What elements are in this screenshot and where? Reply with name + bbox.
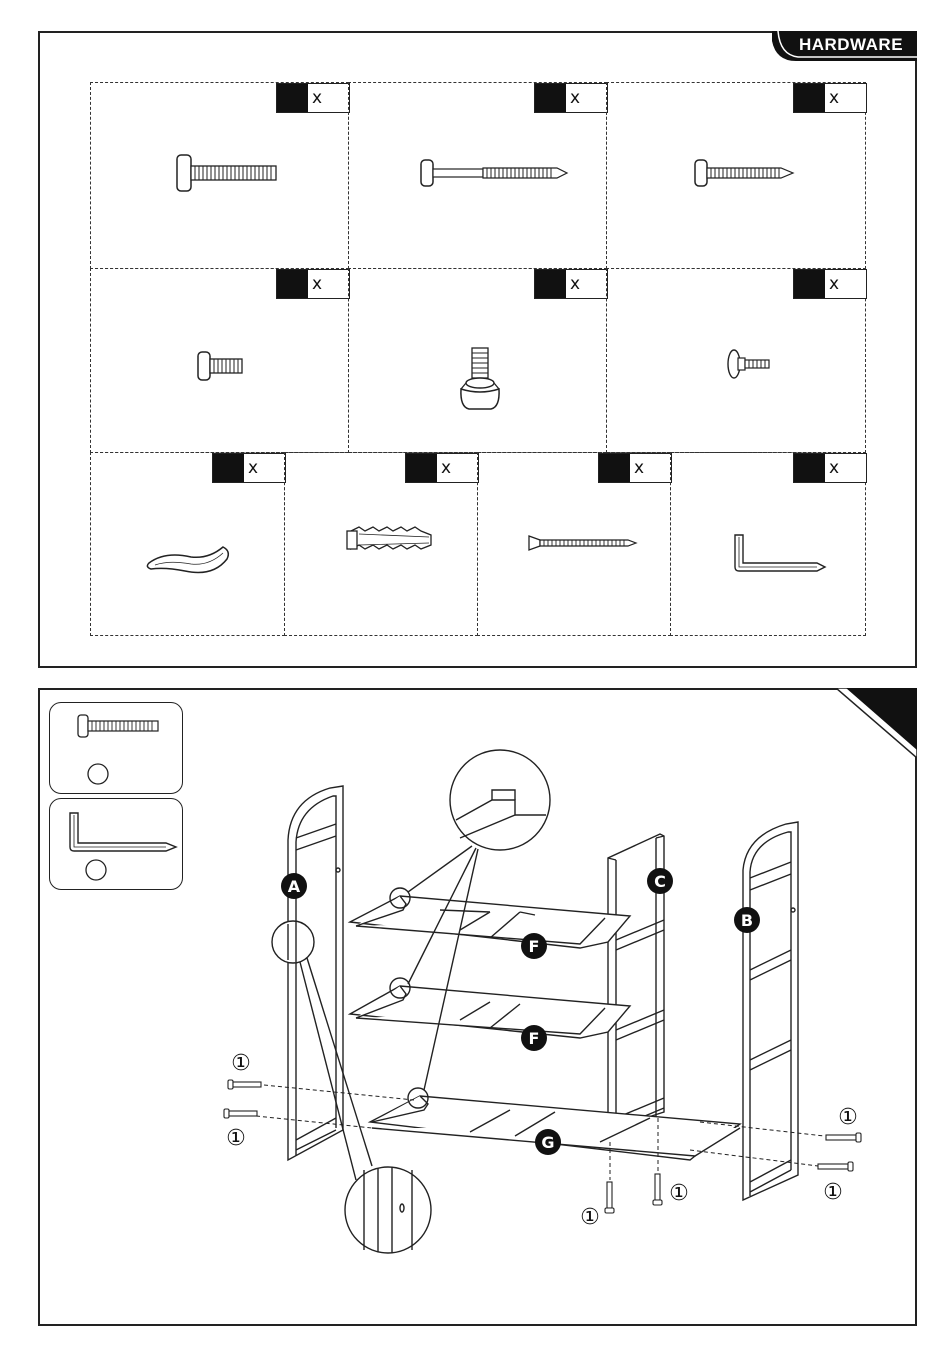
zoom-detail-top xyxy=(450,750,550,850)
wall-screw-icon xyxy=(526,533,640,553)
bolt-left-top xyxy=(228,1080,261,1089)
zoom-detail-a xyxy=(345,1167,431,1253)
hardware-cell-7: x xyxy=(90,452,285,636)
quantity-box: x xyxy=(598,453,672,483)
short-bolt-icon xyxy=(195,349,247,383)
label-f-upper: F xyxy=(529,937,540,956)
quantity-label: x xyxy=(244,454,285,482)
callout-bottom-left: ① xyxy=(580,1205,600,1230)
quantity-box: x xyxy=(534,269,608,299)
bolt-right-top xyxy=(826,1133,861,1142)
quantity-circle xyxy=(84,858,108,882)
quantity-label: x xyxy=(566,270,607,298)
hardware-cell-1: x xyxy=(90,82,349,269)
wall-anchor-icon xyxy=(345,523,437,557)
bolt-icon xyxy=(76,713,162,739)
quantity-label: x xyxy=(308,84,349,112)
quantity-box: x xyxy=(534,83,608,113)
hardware-cell-2: x xyxy=(348,82,607,269)
bolt-left-bottom xyxy=(224,1109,257,1118)
callout-left-bottom: ① xyxy=(226,1126,246,1151)
allen-key-icon xyxy=(731,531,831,577)
quantity-box: x xyxy=(793,83,867,113)
bolt-icon xyxy=(173,151,283,195)
quantity-label: x xyxy=(437,454,478,482)
quantity-box: x xyxy=(793,453,867,483)
quantity-box: x xyxy=(212,453,286,483)
hardware-cell-5: x xyxy=(348,268,607,453)
label-a: A xyxy=(288,877,301,896)
label-c: C xyxy=(654,872,666,891)
legend-box-bolt xyxy=(49,702,183,794)
assembly-diagram: A B C F F G ① ① ① ① ① ① xyxy=(200,740,880,1260)
side-frame-b xyxy=(743,822,798,1200)
quantity-label: x xyxy=(308,270,349,298)
hardware-cell-4: x xyxy=(90,268,349,453)
quantity-box: x xyxy=(405,453,479,483)
label-g: G xyxy=(541,1133,554,1152)
quantity-circle xyxy=(86,762,110,786)
quantity-box: x xyxy=(276,83,350,113)
long-screw-icon xyxy=(417,157,572,189)
wrench-icon xyxy=(145,543,235,579)
quantity-label: x xyxy=(566,84,607,112)
hardware-cell-3: x xyxy=(606,82,866,269)
quantity-label: x xyxy=(825,84,866,112)
hardware-cell-10: x xyxy=(670,452,866,636)
label-f-lower: F xyxy=(529,1029,540,1048)
leveling-foot-icon xyxy=(455,345,505,415)
legend-box-allen-key xyxy=(49,798,183,890)
side-frame-a xyxy=(288,786,343,1160)
quantity-label: x xyxy=(630,454,671,482)
callout-left-top: ① xyxy=(231,1051,251,1076)
bolt-right-bottom xyxy=(818,1162,853,1171)
callout-right-bottom: ① xyxy=(823,1180,843,1205)
hardware-cell-9: x xyxy=(477,452,671,636)
quantity-label: x xyxy=(825,454,866,482)
screw-icon xyxy=(691,157,801,189)
quantity-label: x xyxy=(825,270,866,298)
allen-key-icon xyxy=(66,809,182,857)
hardware-cell-6: x xyxy=(606,268,866,453)
hardware-cell-8: x xyxy=(284,452,478,636)
quantity-box: x xyxy=(276,269,350,299)
washer-bolt-icon xyxy=(725,347,775,381)
hardware-title: HARDWARE xyxy=(786,34,916,56)
quantity-box: x xyxy=(793,269,867,299)
bolt-bottom-left xyxy=(605,1182,614,1213)
label-b: B xyxy=(741,911,753,930)
bolt-bottom-right xyxy=(653,1174,662,1205)
callout-right-top: ① xyxy=(838,1105,858,1130)
callout-bottom-right: ① xyxy=(669,1181,689,1206)
